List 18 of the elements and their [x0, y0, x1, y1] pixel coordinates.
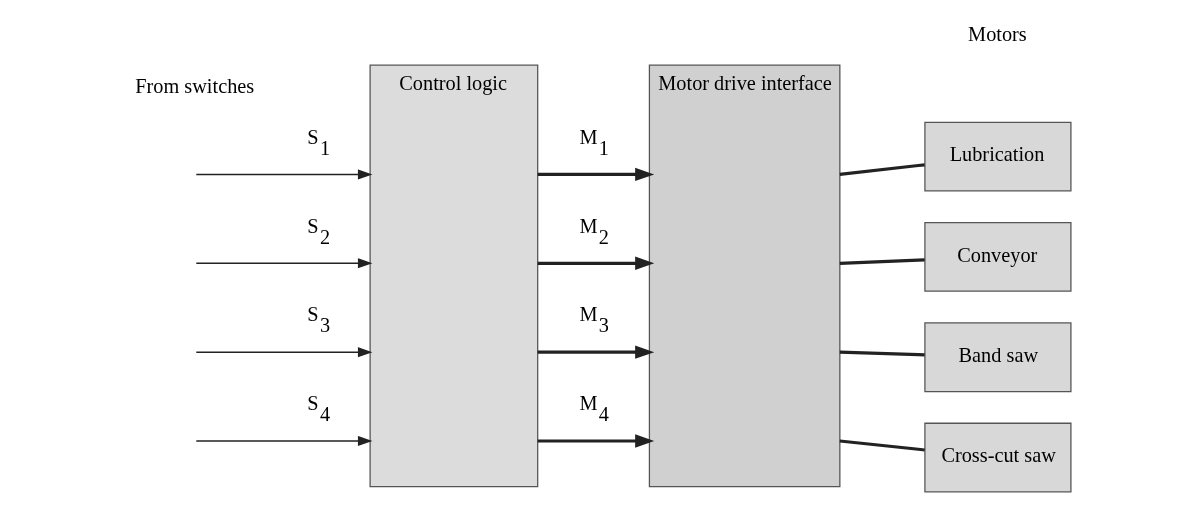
- connector: [839, 350, 925, 357]
- arrow: [195, 258, 373, 269]
- label: Motors: [968, 22, 1027, 45]
- connector: [839, 258, 925, 265]
- connector: [839, 439, 925, 452]
- connector: [839, 163, 925, 176]
- arrow: [537, 256, 655, 270]
- arrow: [195, 169, 373, 180]
- arrow: [537, 345, 655, 359]
- arrow: [195, 435, 373, 447]
- node-box: Lubrication: [924, 121, 1072, 192]
- node-box: Cross-cut saw: [924, 422, 1072, 493]
- arrow: [195, 347, 373, 358]
- arrow: [537, 434, 655, 448]
- node-box: Conveyor: [924, 222, 1072, 292]
- label: From switches: [135, 74, 255, 97]
- arrow: [537, 167, 655, 182]
- node-box: Band saw: [924, 322, 1072, 393]
